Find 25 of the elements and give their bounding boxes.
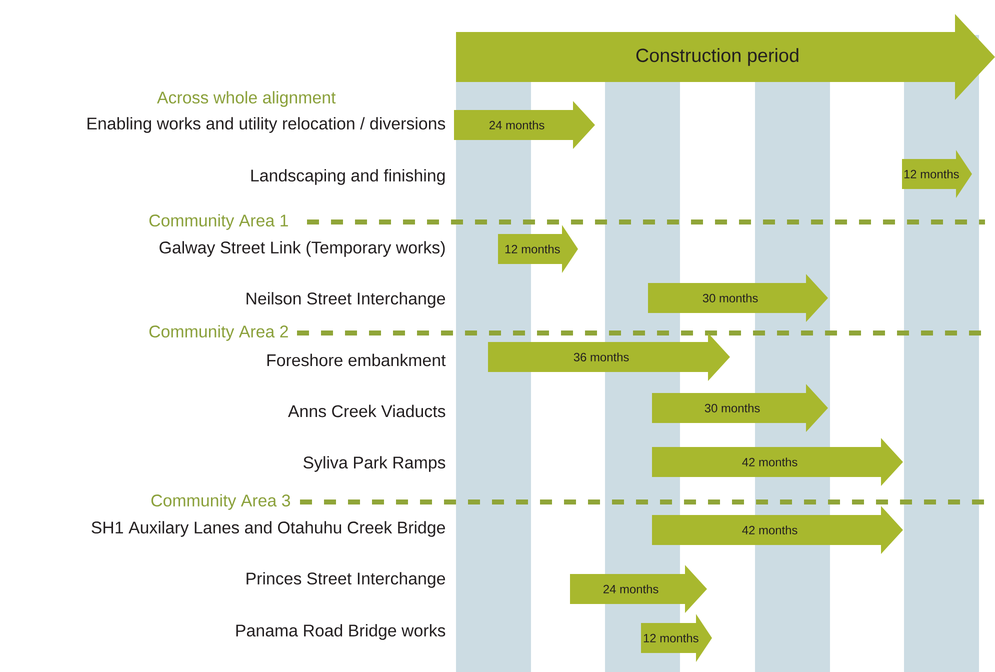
duration-bar: 30 months [652,384,828,432]
task-label: Enabling works and utility relocation / diversions [88,117,446,133]
task-label: Anns Creek Viaducts [288,404,446,418]
duration-bar: 36 months [488,333,730,381]
duration-bar: 24 months [454,101,595,149]
task-label: Panama Road Bridge works [236,624,446,640]
section-heading: Community Area 3 [151,494,290,510]
task-label: Foreshore embankment [267,354,446,366]
duration-bar: 12 months [902,150,972,198]
duration-bar: 42 months [652,506,903,554]
task-label: Syliva Park Ramps [304,456,446,472]
task-label: Landscaping and finishing [251,169,445,185]
section-heading: Community Area 1 [149,214,288,230]
duration-bar: 12 months [498,225,578,273]
task-label: Galway Street Link (Temporary works) [160,241,445,257]
duration-bar: 24 months [570,565,707,613]
section-heading: Community Area 2 [149,325,288,341]
task-label: Princes Street Interchange [246,572,446,588]
task-label: SH1 Auxilary Lanes and Otahuhu Creek Bridge [92,521,445,537]
duration-bar: 42 months [652,438,903,486]
duration-bar: 30 months [648,274,828,322]
task-label: Neilson Street Interchange [246,292,446,308]
duration-bar: 12 months [641,614,712,662]
timeline-banner: Construction period [456,14,995,100]
section-heading: Across whole alignment [156,91,336,107]
